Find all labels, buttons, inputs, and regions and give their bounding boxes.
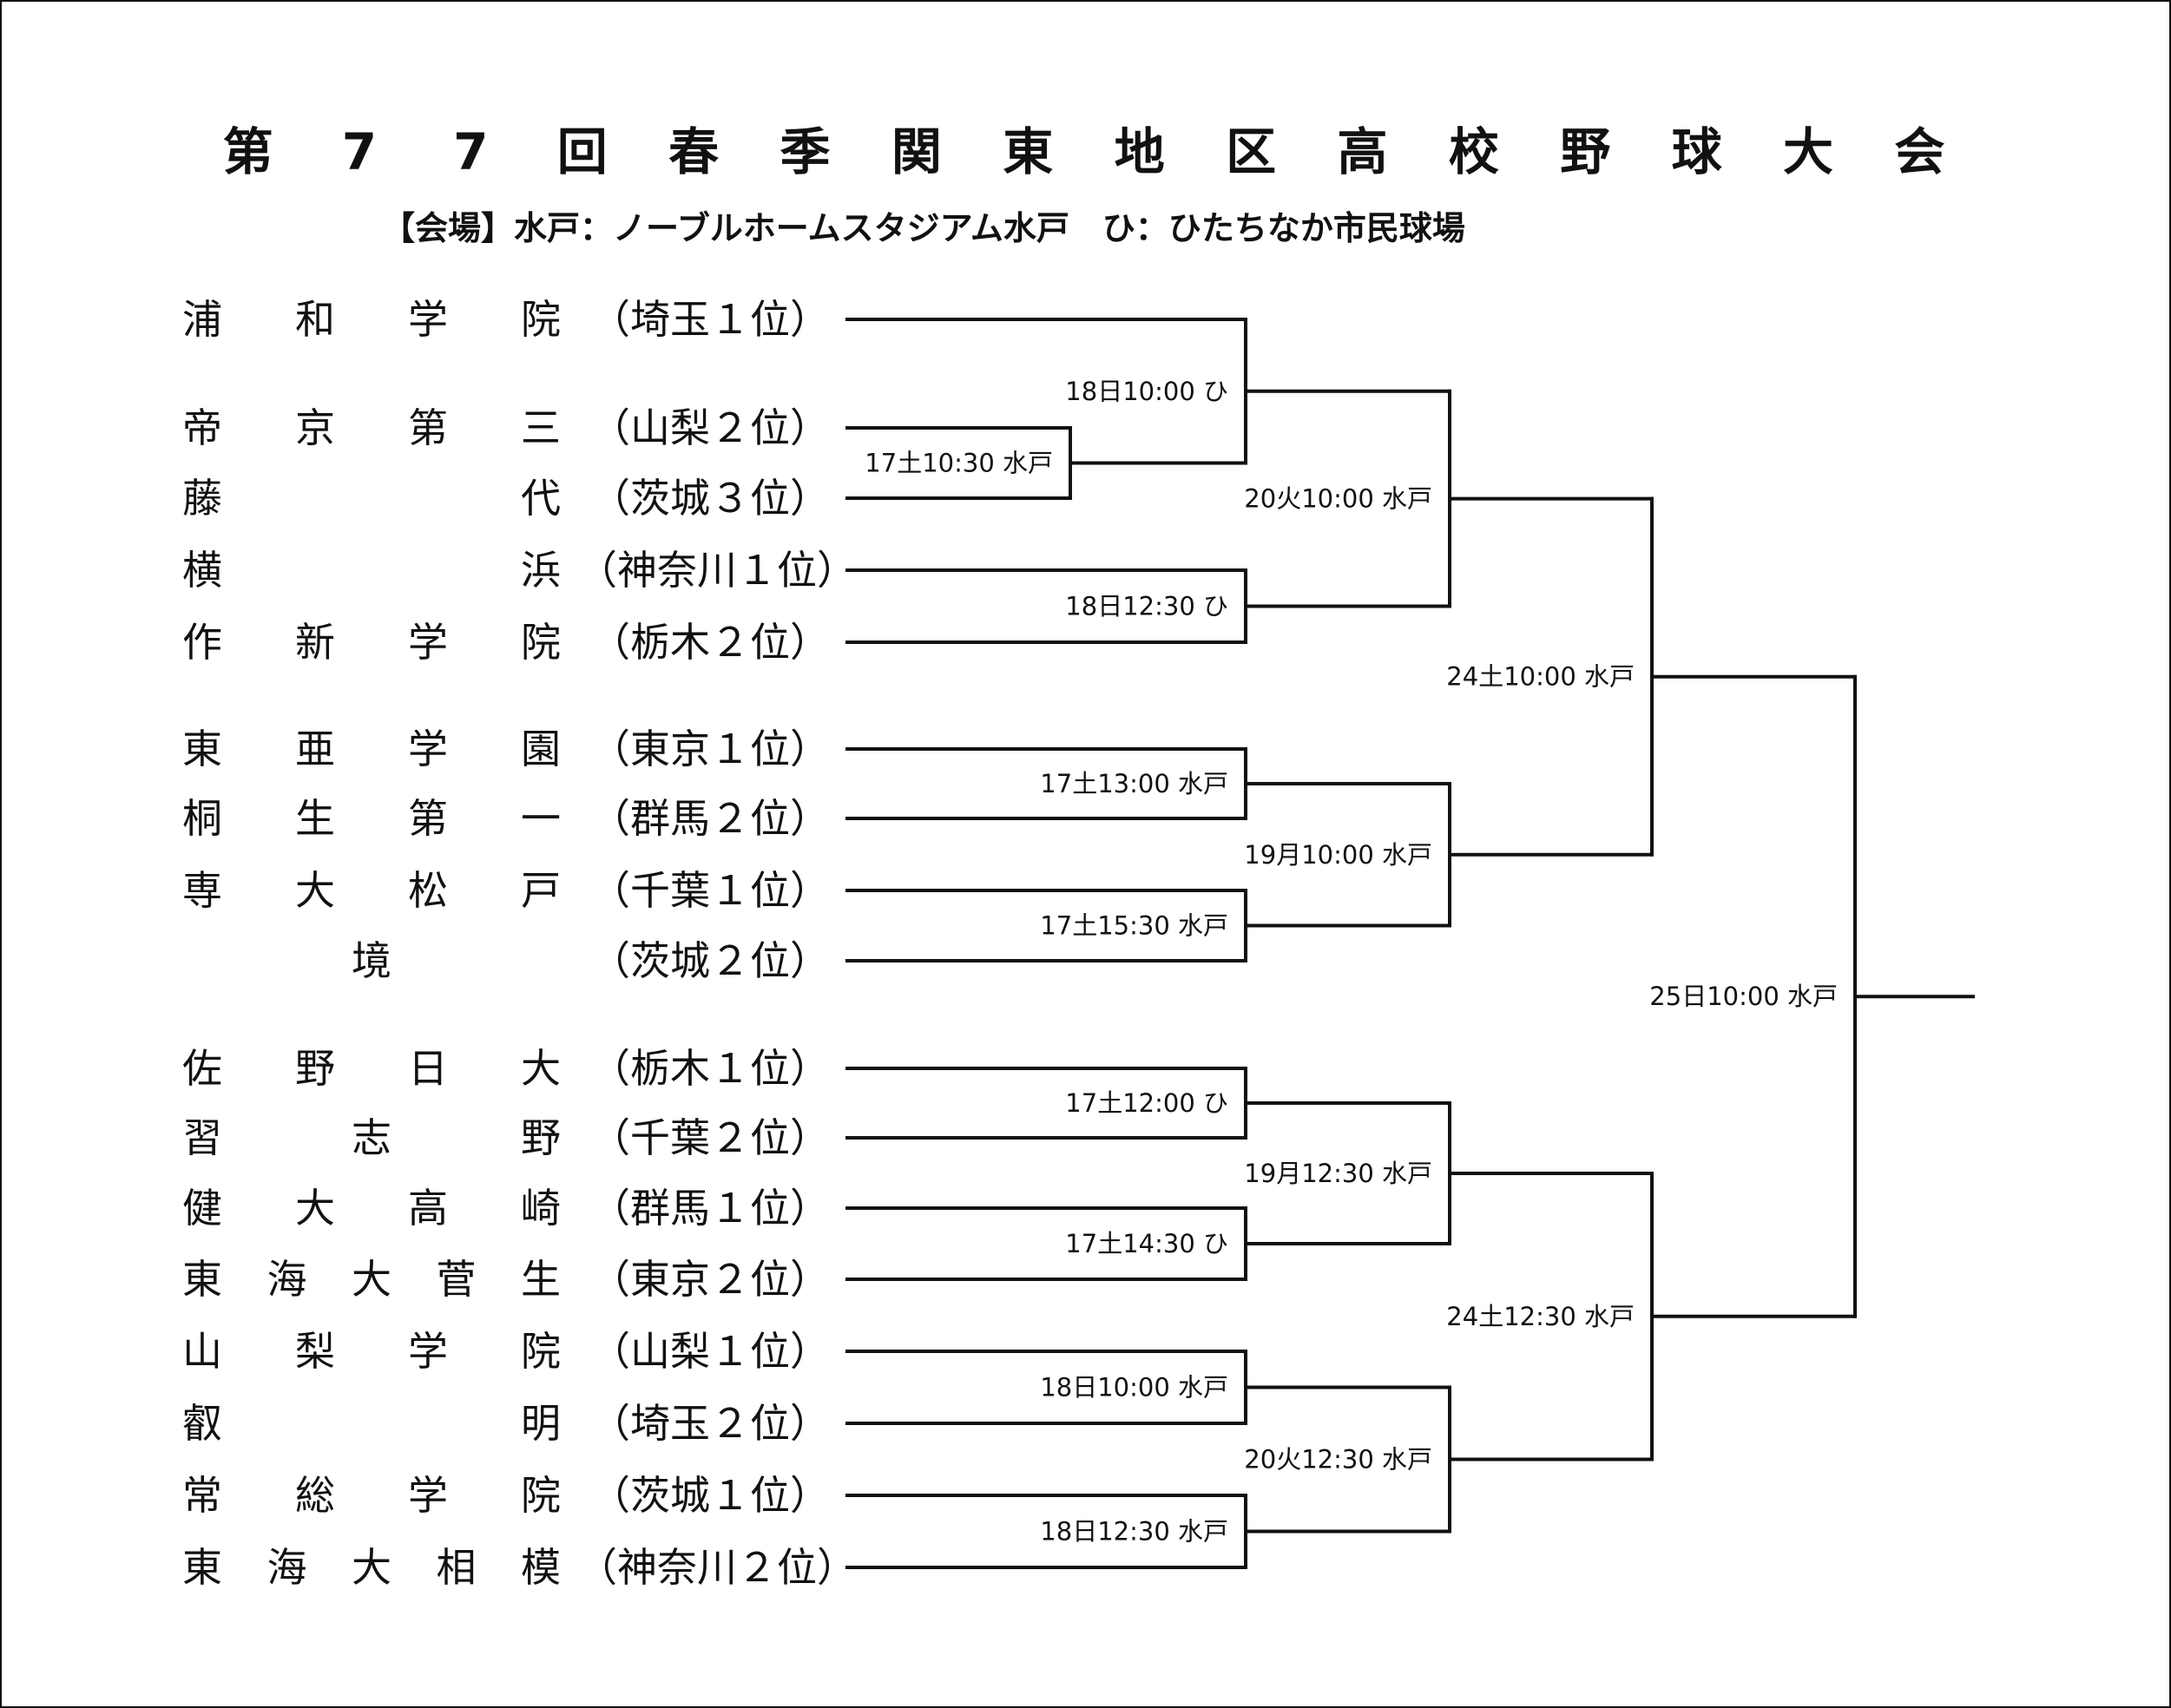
title-char: 会 [1894, 122, 1949, 181]
team-prefecture-seed: （茨城２位） [590, 937, 830, 984]
team-name: 帝京第三 [182, 404, 561, 451]
team-prefecture-seed: （群馬１位） [590, 1185, 830, 1232]
team-prefecture-seed: （茨城１位） [590, 1472, 830, 1519]
title-char: 高 [1337, 122, 1391, 181]
match-schedule-label: 17土12:00 ひ [1065, 1088, 1228, 1118]
team-prefecture-seed: （茨城３位） [590, 475, 830, 522]
match-schedule-label: 18日10:00 水戸 [1040, 1373, 1228, 1403]
team-prefecture-seed: （埼玉１位） [590, 296, 830, 343]
title-char: 春 [668, 122, 723, 181]
match-schedule-label: 24土10:00 水戸 [1446, 662, 1635, 692]
match-schedule-label: 19月10:00 水戸 [1244, 840, 1432, 870]
team-prefecture-seed: （栃木２位） [590, 619, 830, 666]
team-name: 習志野 [182, 1114, 561, 1161]
title-char: 東 [1003, 122, 1057, 181]
match-schedule-label: 18日10:00 ひ [1065, 377, 1228, 406]
team-prefecture-seed: （神奈川２位） [577, 1544, 857, 1591]
team-prefecture-seed: （千葉１位） [590, 867, 830, 914]
match-schedule-label: 20火10:00 水戸 [1244, 484, 1432, 514]
title-char: 校 [1448, 122, 1503, 181]
team-prefecture-seed: （神奈川１位） [577, 547, 857, 594]
team-name: 藤代 [182, 475, 561, 522]
page-title: 第 7 7 回春季関東地区高校野球大会 [0, 111, 2171, 184]
match-schedule-label: 17土15:30 水戸 [1040, 911, 1228, 941]
title-char: 回 [556, 122, 611, 181]
title-char: 球 [1671, 122, 1726, 181]
title-char: 関 [891, 122, 945, 181]
team-name: 叡明 [182, 1400, 561, 1447]
title-char: 季 [780, 122, 834, 181]
title-char: 地 [1114, 122, 1168, 181]
team-name: 佐野日大 [182, 1045, 561, 1092]
team-name: 山梨学院 [182, 1328, 561, 1375]
team-prefecture-seed: （山梨１位） [590, 1328, 830, 1375]
match-schedule-label: 18日12:30 水戸 [1040, 1517, 1228, 1547]
match-schedule-label: 25日10:00 水戸 [1649, 982, 1838, 1011]
team-name: 桐生第一 [182, 795, 561, 842]
match-schedule-label: 20火12:30 水戸 [1244, 1445, 1432, 1475]
team-prefecture-seed: （東京１位） [590, 726, 830, 772]
team-name: 作新学院 [182, 619, 561, 666]
team-name: 東亜学園 [182, 726, 561, 772]
team-name: 専大松戸 [182, 867, 561, 914]
team-name: 横浜 [182, 547, 561, 594]
title-char: 第 [222, 122, 277, 181]
team-prefecture-seed: （山梨２位） [590, 404, 830, 451]
team-prefecture-seed: （千葉２位） [590, 1114, 830, 1161]
match-schedule-label: 18日12:30 ひ [1065, 592, 1228, 621]
team-name: 東海大相模 [182, 1544, 561, 1591]
team-name: 東海大菅生 [182, 1256, 561, 1303]
match-schedule-label: 24土12:30 水戸 [1446, 1302, 1635, 1331]
match-schedule-label: 17土14:30 ひ [1065, 1229, 1228, 1258]
venue-legend: 【会場】水戸：ノーブルホームスタジアム水戸 ひ：ひたちなか市民球場 [382, 209, 1465, 247]
team-prefecture-seed: （埼玉２位） [590, 1400, 830, 1447]
title-char: 7 [453, 122, 492, 181]
team-prefecture-seed: （群馬２位） [590, 795, 830, 842]
title-char: 大 [1783, 122, 1838, 181]
title-char: 区 [1226, 122, 1280, 181]
team-name: 浦和学院 [182, 296, 561, 343]
match-schedule-label: 19月12:30 水戸 [1244, 1159, 1432, 1188]
match-schedule-label: 17土13:00 水戸 [1040, 769, 1228, 798]
team-prefecture-seed: （栃木１位） [590, 1045, 830, 1092]
match-schedule-label: 17土10:30 水戸 [865, 449, 1053, 478]
team-name: 常総学院 [182, 1472, 561, 1519]
team-name: 健大高崎 [182, 1185, 561, 1232]
team-prefecture-seed: （東京２位） [590, 1256, 830, 1303]
title-char: 野 [1560, 122, 1615, 181]
team-name: 境 [352, 937, 391, 984]
title-char: 7 [341, 122, 381, 181]
